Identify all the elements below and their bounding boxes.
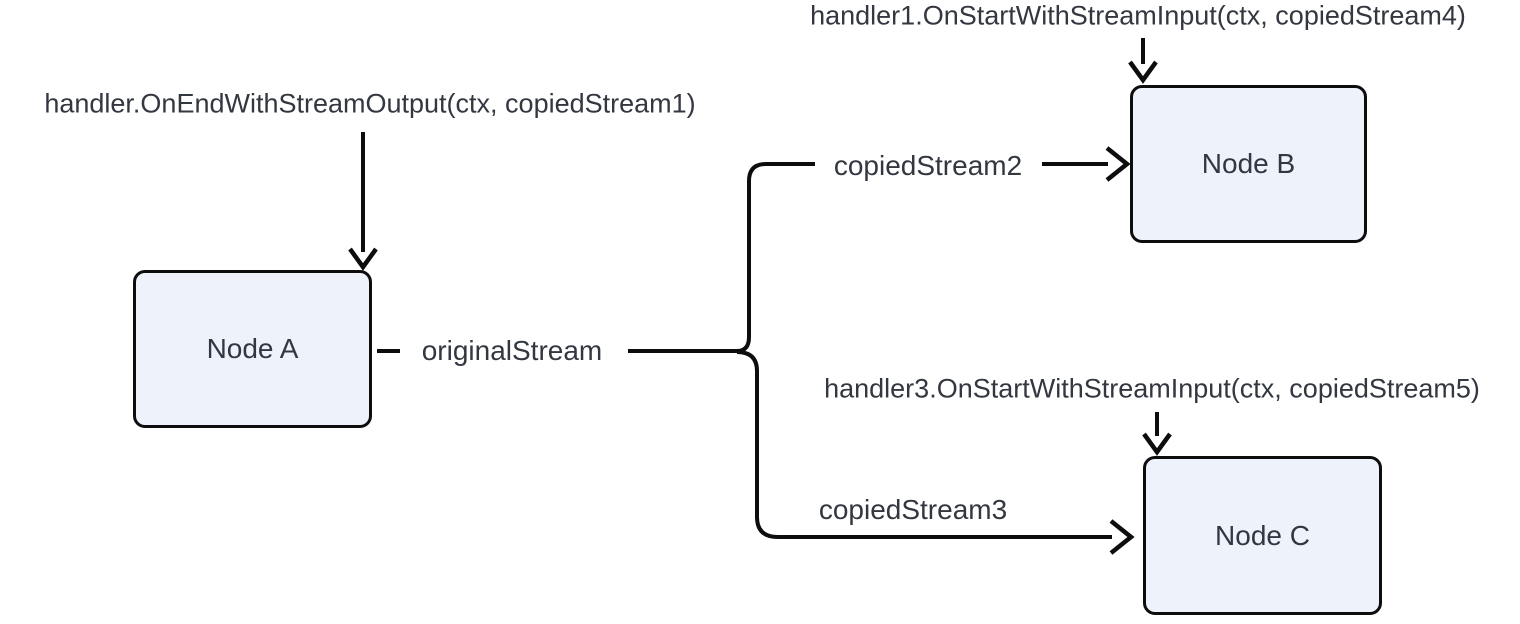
annotation-node-a: handler.OnEndWithStreamOutput(ctx, copie…	[44, 88, 696, 119]
node-b: Node B	[1130, 85, 1367, 243]
annotation-arrowhead-node-a-icon	[348, 247, 378, 271]
edge-branch-up	[736, 162, 815, 353]
annotation-arrowhead-node-c-icon	[1142, 432, 1172, 456]
edge-copied-stream2-arrowhead-icon	[1105, 146, 1131, 182]
node-c-label: Node C	[1215, 519, 1310, 551]
annotation-node-c: handler3.OnStartWithStreamInput(ctx, cop…	[824, 373, 1480, 404]
edge-branch-down	[736, 350, 1112, 539]
edge-label-original-stream: originalStream	[421, 335, 603, 366]
node-b-label: Node B	[1201, 148, 1296, 179]
node-a: Node A	[133, 270, 372, 428]
edge-copied-stream3-arrowhead-icon	[1109, 519, 1135, 555]
edge-label-copied-stream2: copiedStream2	[833, 150, 1023, 181]
edge-label-copied-stream3: copiedStream3	[818, 494, 1008, 525]
annotation-arrowhead-node-b-icon	[1128, 60, 1158, 84]
node-a-label: Node A	[206, 333, 299, 364]
node-c: Node C	[1143, 456, 1382, 615]
annotation-node-b: handler1.OnStartWithStreamInput(ctx, cop…	[810, 0, 1466, 31]
